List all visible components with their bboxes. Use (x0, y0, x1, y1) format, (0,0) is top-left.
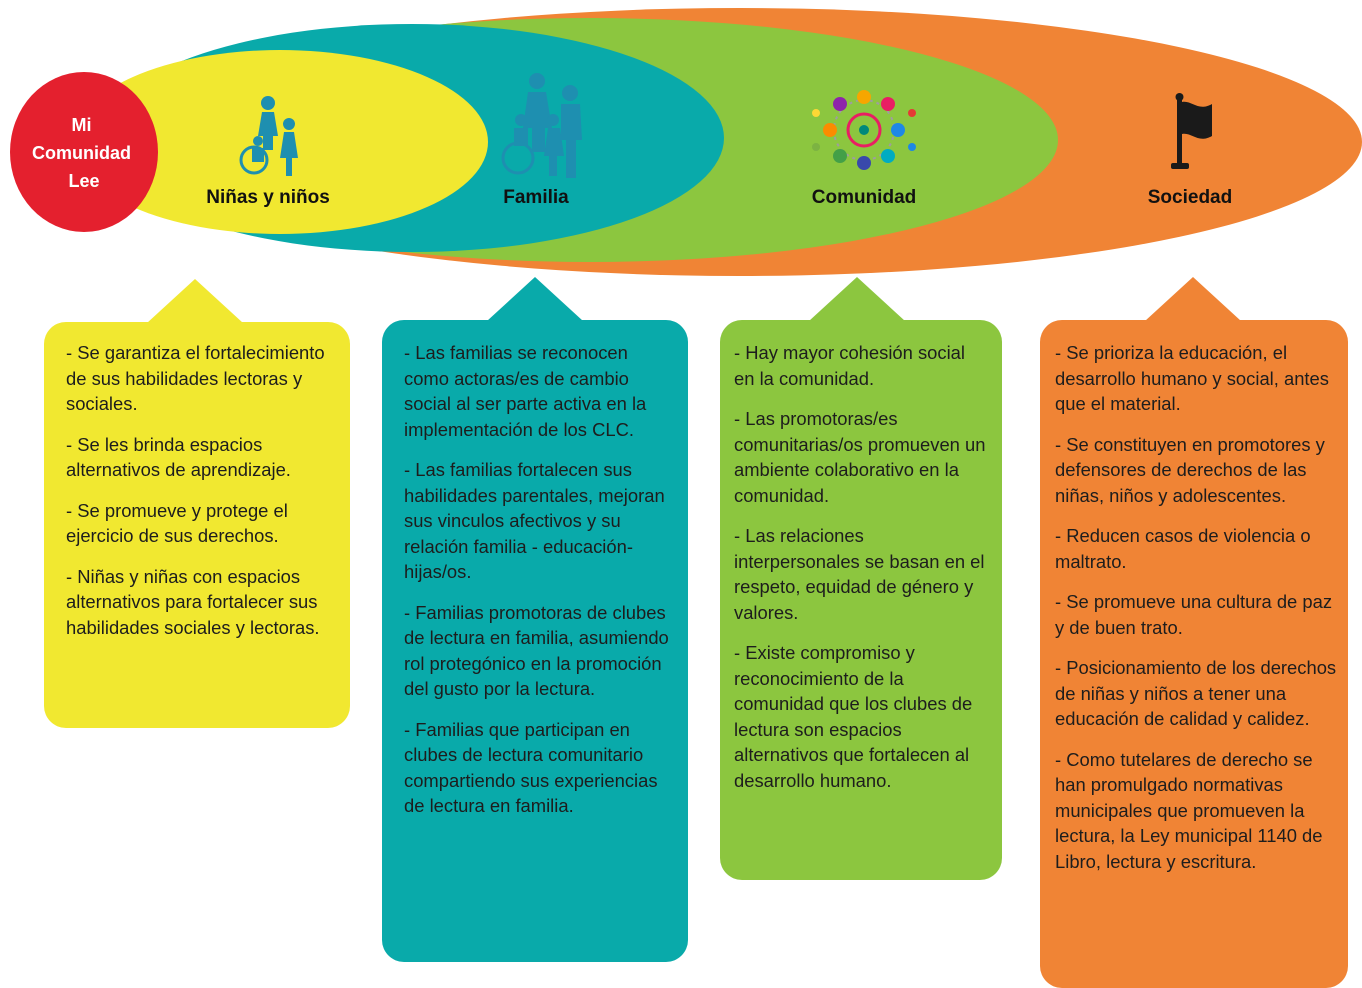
card-item: - Se les brinda espacios alternativos de… (66, 433, 291, 481)
card-item: - Las relaciones interpersonales se basa… (734, 525, 985, 623)
center-label: Mi Comunidad Lee (32, 115, 136, 191)
card-comunidad: - Hay mayor cohesión social en la comuni… (720, 320, 1002, 880)
card-item: - Niñas y niñas con espacios alternativo… (66, 565, 320, 638)
card-ninos: - Se garantiza el fortalecimiento de sus… (44, 322, 350, 728)
card-item: - Existe compromiso y reconocimiento de … (734, 642, 973, 791)
card-familia: - Las familias se reconocen como actoras… (382, 320, 688, 962)
level-label-familia: Familia (503, 187, 569, 208)
flag-icon (1171, 93, 1212, 169)
family-wheelchair-icon (501, 73, 582, 178)
level-label-sociedad: Sociedad (1148, 187, 1232, 208)
ellipse-ninos (72, 50, 488, 234)
card-item: - Familias que participan en clubes de l… (404, 718, 658, 817)
card-item: - Se garantiza el fortalecimiento de sus… (66, 342, 325, 414)
card-item: - Hay mayor cohesión social en la comuni… (734, 342, 965, 389)
center-circle (10, 72, 158, 232)
card-item: - Se promueve y protege el ejercicio de … (66, 499, 288, 547)
card-pointer-sociedad (1145, 277, 1241, 321)
card-item: - Se promueve una cultura de paz y de bu… (1055, 591, 1333, 638)
card-item: - Se constituyen en promotores y defenso… (1055, 433, 1325, 506)
card-item: - Familias promotoras de clubes de lectu… (404, 601, 669, 700)
card-item: - Reducen casos de violencia o maltrato. (1055, 525, 1311, 572)
level-label-comunidad: Comunidad (812, 187, 917, 208)
card-item: - Se prioriza la educación, el desarroll… (1055, 342, 1329, 414)
card-pointer-familia (487, 277, 583, 321)
level-label-ninos: Niñas y niños (206, 187, 330, 208)
card-item: - Como tutelares de derecho se han promu… (1055, 748, 1323, 872)
card-item: - Las familias se reconocen como actoras… (404, 342, 647, 440)
card-item: - Las promotoras/es comunitarias/os prom… (734, 408, 986, 506)
card-pointer-ninos (147, 279, 243, 323)
card-sociedad: - Se prioriza la educación, el desarroll… (1040, 320, 1348, 988)
card-item: - Posicionamiento de los derechos de niñ… (1055, 657, 1337, 729)
card-item: - Las familias fortalecen sus habilidade… (404, 459, 665, 582)
card-pointer-comunidad (809, 277, 905, 321)
community-network-icon (812, 90, 916, 170)
child-wheelchair-icon (239, 96, 298, 176)
